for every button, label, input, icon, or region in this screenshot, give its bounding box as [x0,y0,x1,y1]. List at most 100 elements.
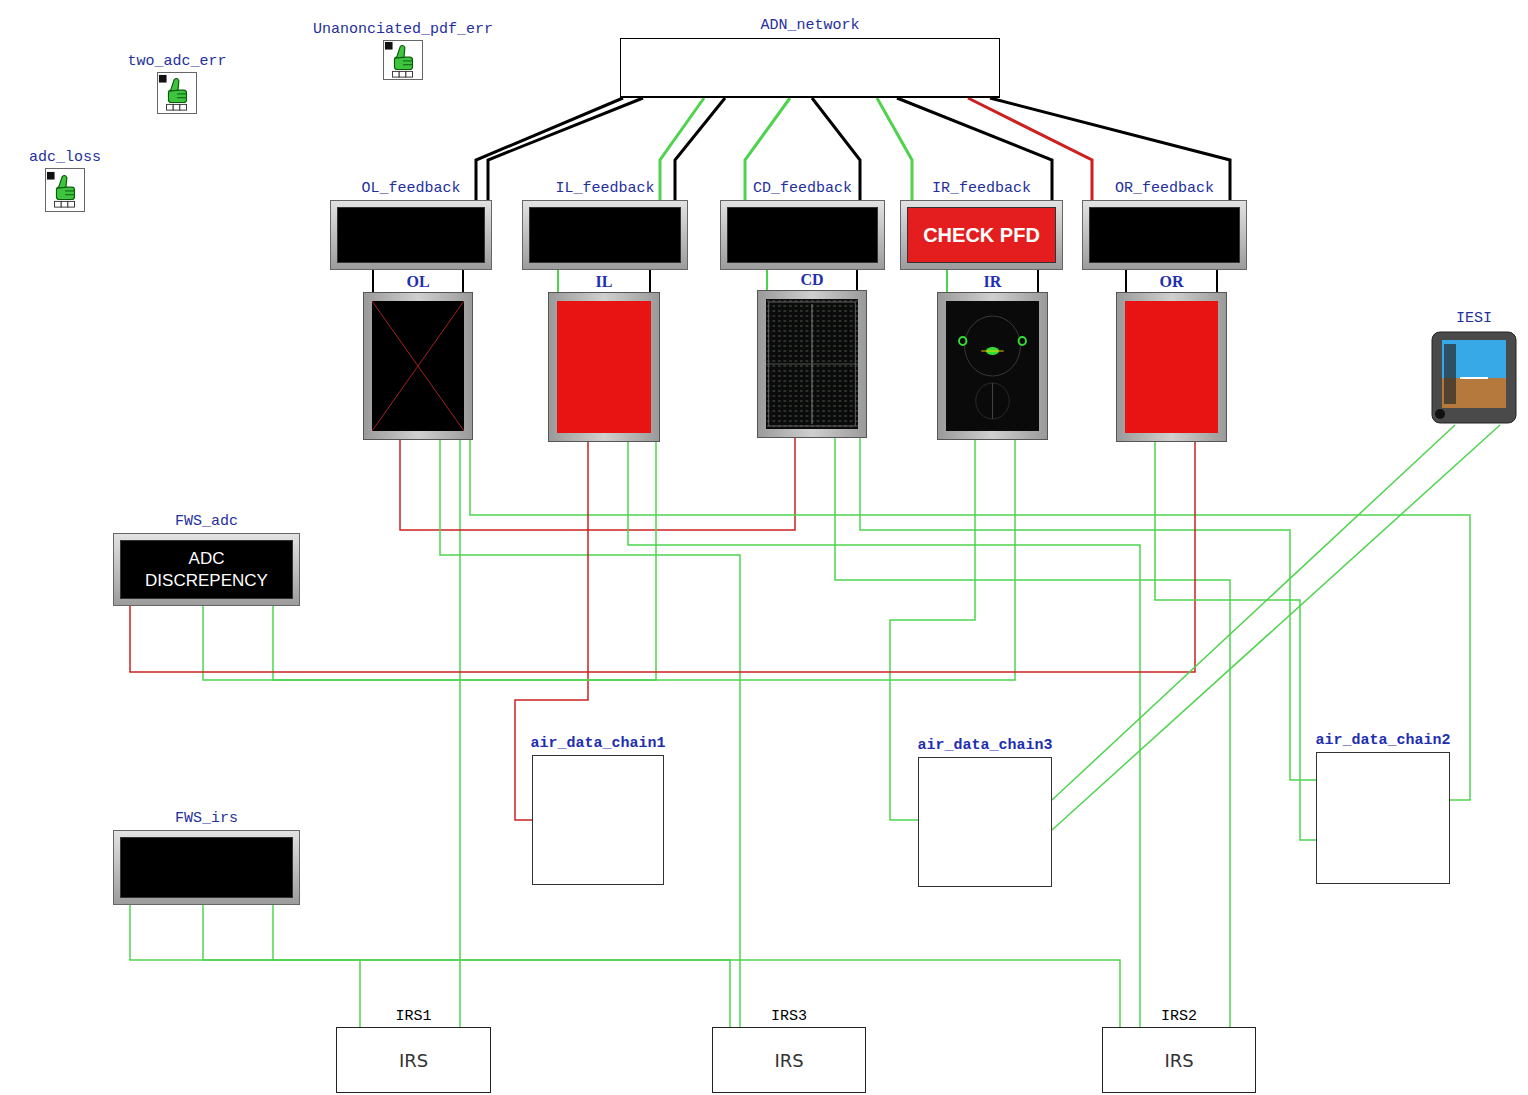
decor-shape [769,302,855,426]
disp-frame [363,292,473,440]
thumb-frame [157,72,197,114]
unit-label: IRS [1164,1050,1193,1071]
fb-node: OR_feedback [1082,180,1247,270]
irs-frame: IRS [1102,1027,1256,1093]
fb-frame [720,200,885,270]
decor-shape [965,316,1021,376]
fb-node: OL_feedback [330,180,492,270]
decor-shape [959,337,966,345]
signal-wire [856,270,858,290]
node-heading: IR [937,273,1048,291]
decor-shape [372,301,464,431]
warning-screen [120,837,293,898]
decor-shape [46,169,84,211]
fb-frame: ADC DISCREPENCY [113,533,300,606]
node-heading: OR [1116,273,1227,291]
fb-node: CD_feedback [720,180,885,270]
decor-shape [65,190,75,191]
decor-shape [173,104,180,110]
node-heading: CD [757,271,867,289]
decor-shape [55,201,62,207]
decor-shape [403,64,413,65]
disp-frame [548,292,660,442]
node-heading: OR_feedback [1082,180,1247,197]
alert-screen: CHECK PFD [907,207,1056,263]
signal-wire [860,438,1316,780]
node-heading: CD_feedback [720,180,885,197]
chain-node: air_data_chain3 [916,737,1054,887]
decor-shape [557,301,651,433]
fb-node: IL_feedback [522,180,688,270]
decor-shape [557,301,651,433]
disp-frame [757,290,867,438]
node-heading: IESI [1430,310,1518,327]
signal-wire [1037,270,1039,292]
decor-shape [396,45,405,58]
node-heading: air_data_chain1 [529,735,667,752]
fb-frame [113,830,300,905]
fb-node: FWS_irs [113,810,300,905]
decor-shape [180,104,187,110]
iesi-node: IESI [1430,310,1518,425]
signal-wire [203,905,730,1027]
alert-text: CHECK PFD [923,223,1040,248]
disp-node: IL [548,273,660,442]
decor-shape [170,78,179,91]
display-face [766,299,858,429]
signal-wire [1052,425,1455,800]
node-heading: Unanonciated_pdf_err [312,21,495,38]
node-heading: two_adc_err [126,53,228,70]
decor-shape [167,104,174,110]
node-heading: OL [363,273,473,291]
decor-shape [992,383,993,419]
signal-wire [675,98,725,200]
decor-shape [1125,301,1218,433]
disp-frame [937,292,1048,440]
chain-frame [1316,752,1450,884]
decor-shape [47,172,55,180]
decor-shape [158,73,196,113]
node-heading: air_data_chain3 [916,737,1054,754]
display-face [557,301,651,433]
decor-shape [766,299,858,429]
fb-frame [330,200,492,270]
display-face [1125,301,1218,433]
signal-wire [462,270,464,292]
unit-label: IRS [774,1050,803,1071]
decor-shape [177,93,187,94]
node-heading: FWS_irs [113,810,300,827]
warning-screen [337,207,485,263]
alert-text: ADC DISCREPENCY [144,548,269,591]
decor-shape [1435,409,1445,419]
signal-wire [400,438,795,530]
disp-node: CD [757,271,867,438]
decor-shape [168,90,186,102]
fb-node: FWS_adcADC DISCREPENCY [113,513,300,606]
decor-shape [1125,301,1218,433]
fb-frame [1082,200,1247,270]
disp-node: IR [937,273,1048,440]
decor-shape [385,42,393,50]
decor-shape [766,299,858,429]
signal-wire [946,270,948,292]
warning-screen: ADC DISCREPENCY [120,540,293,599]
fb-frame [522,200,688,270]
signal-wire [130,905,360,1027]
decor-shape [981,351,1003,352]
decor-shape [56,187,74,199]
irs-node: IRS3IRS [712,1008,866,1093]
irs-node: IRS1IRS [336,1008,491,1093]
display-face [946,301,1039,431]
node-heading: IRS2 [1102,1008,1256,1025]
signal-wire [273,442,656,680]
irs-frame: IRS [336,1027,491,1093]
chain-frame [918,757,1052,887]
decor-shape [58,175,67,188]
decor-shape [399,71,406,77]
node-heading: IRS3 [712,1008,866,1025]
fb-node: IR_feedbackCHECK PFD [900,180,1063,270]
warning-screen [727,207,878,263]
thumb-node: two_adc_err [126,53,228,114]
bus-node: ADN_network [620,17,1000,98]
